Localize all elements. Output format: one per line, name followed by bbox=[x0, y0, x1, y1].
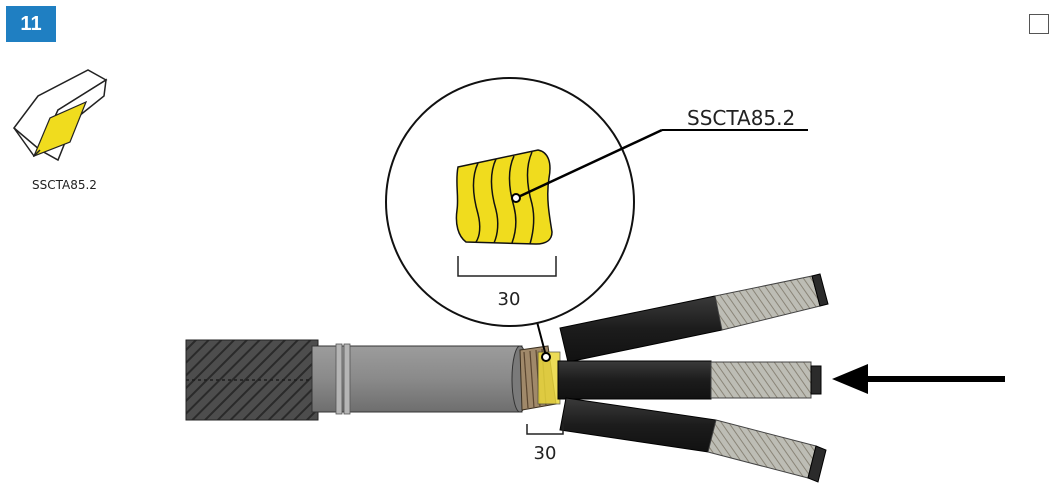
callout-leader bbox=[511, 128, 808, 203]
taped-screen-wires bbox=[455, 149, 553, 245]
checkbox-icon[interactable] bbox=[1029, 14, 1049, 34]
zoom-dimension-label: 30 bbox=[498, 289, 521, 310]
zoom-leader-line bbox=[535, 317, 547, 357]
cable-dimension-bracket bbox=[526, 424, 564, 435]
cable-dimension-label: 30 bbox=[534, 443, 557, 464]
tape-roll-icon bbox=[12, 69, 108, 162]
zoom-dimension-bracket bbox=[457, 256, 557, 277]
cable-core-upper bbox=[559, 273, 829, 363]
tape-icon-caption: SSCTA85.2 bbox=[32, 178, 97, 192]
cable-core-lower bbox=[559, 397, 827, 483]
cable-inner-sheath bbox=[311, 343, 529, 415]
callout-label: SSCTA85.2 bbox=[687, 106, 795, 130]
zoom-detail-circle bbox=[385, 77, 635, 327]
step-number-badge: 11 bbox=[6, 6, 56, 42]
zoom-leader-dot bbox=[541, 352, 551, 362]
cable-outer-sheath bbox=[185, 339, 319, 421]
direction-arrow-icon bbox=[832, 364, 1005, 394]
cable-core-middle bbox=[557, 360, 822, 400]
screen-wires bbox=[519, 345, 561, 411]
